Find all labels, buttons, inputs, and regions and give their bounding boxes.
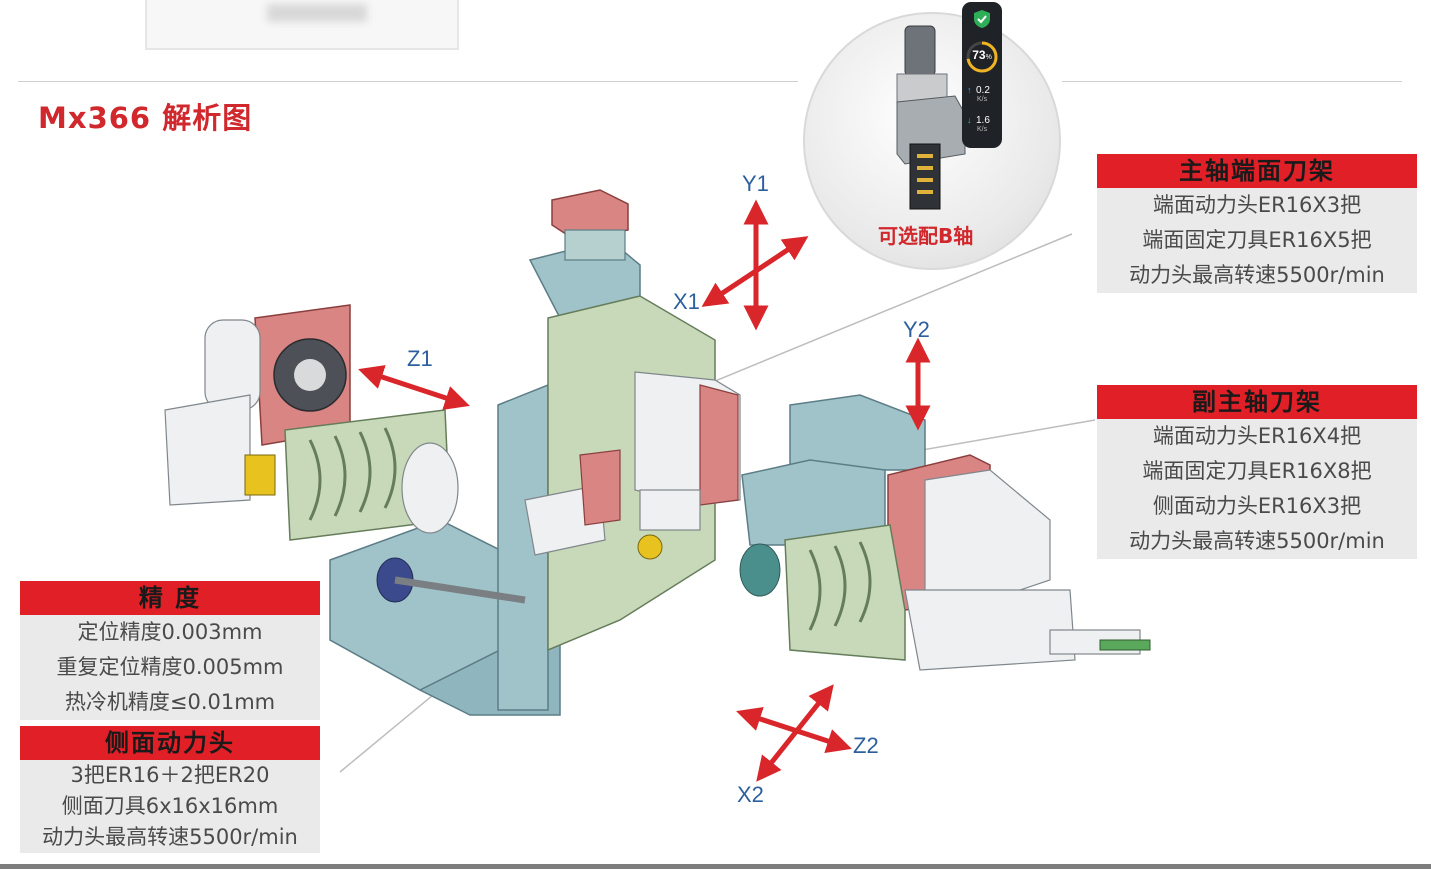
usage-percent: 73% bbox=[962, 48, 1002, 62]
system-monitor-widget[interactable]: 73% ↑ 0.2 K/s ↓ 1.6 K/s bbox=[962, 2, 1002, 148]
upload-arrow-icon: ↑ bbox=[967, 85, 972, 95]
turret-tool-block bbox=[639, 489, 701, 531]
spec-header-precision: 精 度 bbox=[20, 581, 320, 615]
spec-line: 端面动力头ER16X3把 bbox=[1152, 193, 1362, 217]
b-axis-illustration bbox=[896, 25, 966, 210]
arrow-z1 bbox=[358, 365, 470, 410]
axis-label-y2: Y2 bbox=[903, 317, 930, 342]
turret-gold-tool bbox=[637, 534, 663, 560]
upload-rate: ↑ 0.2 K/s bbox=[967, 86, 999, 104]
divider-left bbox=[18, 81, 798, 82]
upload-value: 0.2 bbox=[976, 85, 990, 96]
arrow-x1 bbox=[701, 236, 809, 307]
axis-label-x2: X2 bbox=[737, 782, 764, 807]
spec-line: 定位精度0.003mm bbox=[77, 620, 263, 644]
spec-line: 动力头最高转速5500r/min bbox=[1129, 263, 1385, 287]
main-turret-motor bbox=[699, 384, 739, 506]
sub-sensor bbox=[1099, 639, 1151, 651]
arrow-x2 bbox=[756, 684, 834, 782]
sub-turret-block bbox=[741, 459, 886, 546]
top-motor-body bbox=[564, 229, 626, 261]
sub-turret-top bbox=[789, 394, 926, 471]
spec-line: 热冷机精度≤0.01mm bbox=[64, 690, 276, 714]
axis-label-y1: Y1 bbox=[742, 171, 769, 196]
b-axis-caption: 可选配B轴 bbox=[878, 224, 974, 248]
spec-body-side-power-head: 3把ER16＋2把ER20 侧面刀具6x16x16mm 动力头最高转速5500r… bbox=[20, 760, 320, 853]
download-arrow-icon: ↓ bbox=[967, 115, 972, 125]
spec-header-main-turret: 主轴端面刀架 bbox=[1097, 154, 1417, 188]
central-column-side bbox=[497, 383, 549, 711]
left-housing bbox=[164, 394, 251, 506]
b-axis-inset bbox=[803, 12, 1061, 270]
axis-label-z2: Z2 bbox=[853, 733, 879, 758]
download-unit: K/s bbox=[977, 126, 988, 133]
page-title: Mx366 解析图 bbox=[38, 101, 253, 135]
spec-line: 端面固定刀具ER16X5把 bbox=[1142, 228, 1372, 252]
spec-line: 端面固定刀具ER16X8把 bbox=[1142, 459, 1372, 483]
axis-label-x1: X1 bbox=[673, 289, 700, 314]
top-motor-flange bbox=[551, 189, 629, 241]
bottom-rule bbox=[0, 864, 1431, 869]
sub-motor bbox=[924, 469, 1051, 601]
download-value: 1.6 bbox=[976, 115, 990, 126]
spec-line: 端面动力头ER16X4把 bbox=[1152, 424, 1362, 448]
download-rate: ↓ 1.6 K/s bbox=[967, 116, 999, 134]
arrow-z2 bbox=[736, 706, 852, 754]
usage-percent-value: 73 bbox=[972, 48, 986, 62]
spec-body-sub-turret: 端面动力头ER16X4把 端面固定刀具ER16X8把 侧面动力头ER16X3把 … bbox=[1097, 419, 1417, 559]
left-cooling-fins bbox=[308, 427, 397, 521]
left-yellow-block bbox=[244, 454, 276, 496]
spec-line: 侧面动力头ER16X3把 bbox=[1152, 494, 1362, 518]
sub-housing bbox=[904, 589, 1076, 671]
usage-ring-icon bbox=[966, 41, 998, 73]
left-spindle-center bbox=[294, 359, 326, 391]
axis-label-z1: Z1 bbox=[407, 346, 433, 371]
spec-body-main-turret: 端面动力头ER16X3把 端面固定刀具ER16X5把 动力头最高转速5500r/… bbox=[1097, 188, 1417, 293]
spec-line: 重复定位精度0.005mm bbox=[56, 655, 284, 679]
spec-line: 3把ER16＋2把ER20 bbox=[70, 763, 270, 787]
side-head-motor bbox=[579, 449, 621, 526]
axis-arrows bbox=[358, 199, 931, 782]
left-shaft bbox=[394, 576, 526, 604]
sub-chuck bbox=[739, 543, 781, 597]
shield-check-icon bbox=[974, 10, 990, 28]
spec-line: 侧面刀具6x16x16mm bbox=[61, 794, 279, 818]
sub-cooling-fins bbox=[808, 541, 872, 631]
divider-right bbox=[1062, 81, 1402, 82]
spec-header-sub-turret: 副主轴刀架 bbox=[1097, 385, 1417, 419]
blurred-top-banner bbox=[145, 0, 459, 50]
spec-line: 动力头最高转速5500r/min bbox=[42, 825, 298, 849]
left-chuck bbox=[401, 442, 459, 534]
upload-unit: K/s bbox=[977, 96, 988, 103]
usage-percent-unit: % bbox=[985, 54, 992, 61]
spec-body-precision: 定位精度0.003mm 重复定位精度0.005mm 热冷机精度≤0.01mm bbox=[20, 615, 320, 720]
spec-header-side-power-head: 侧面动力头 bbox=[20, 726, 320, 760]
spec-line: 动力头最高转速5500r/min bbox=[1129, 529, 1385, 553]
left-motor bbox=[204, 319, 261, 411]
